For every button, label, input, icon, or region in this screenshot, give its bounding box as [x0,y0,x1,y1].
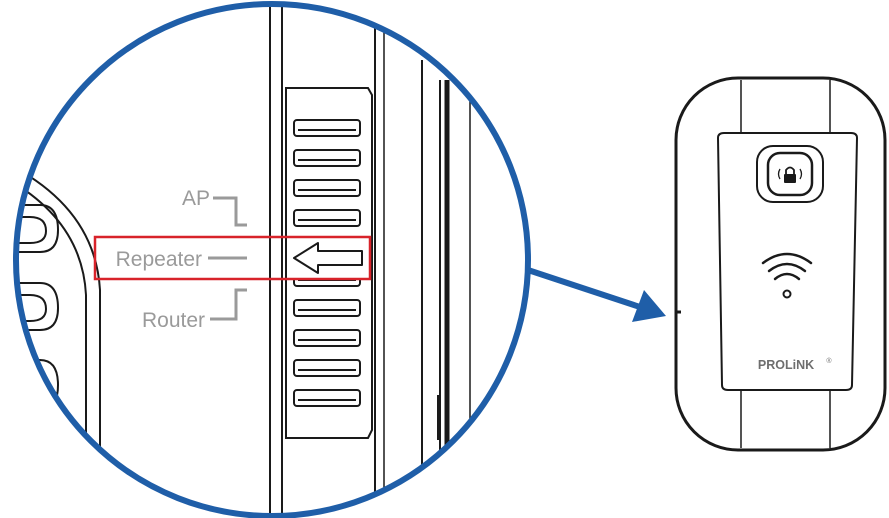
repeater-highlight-box [93,235,372,281]
lock-icon [756,145,824,203]
label-ap: AP [182,187,210,210]
device-front-panel [716,132,859,391]
device-front-view: PROLiNK ® [674,76,887,452]
mode-labels: AP Repeater Router [116,187,247,332]
brand-trademark: ® [826,357,832,365]
magnifier-circle [13,1,531,518]
label-repeater: Repeater [116,248,202,271]
ap-position-mark [213,196,247,227]
brand-logo: PROLiNK [758,358,814,372]
slide-switch-knob [288,238,366,278]
wifi-icon [761,252,813,299]
magnified-side-view: AP Repeater Router [14,2,471,518]
left-arrow-icon [293,242,363,274]
pointer-arrow [527,267,666,322]
label-router: Router [142,309,205,332]
router-position-mark [210,288,247,321]
